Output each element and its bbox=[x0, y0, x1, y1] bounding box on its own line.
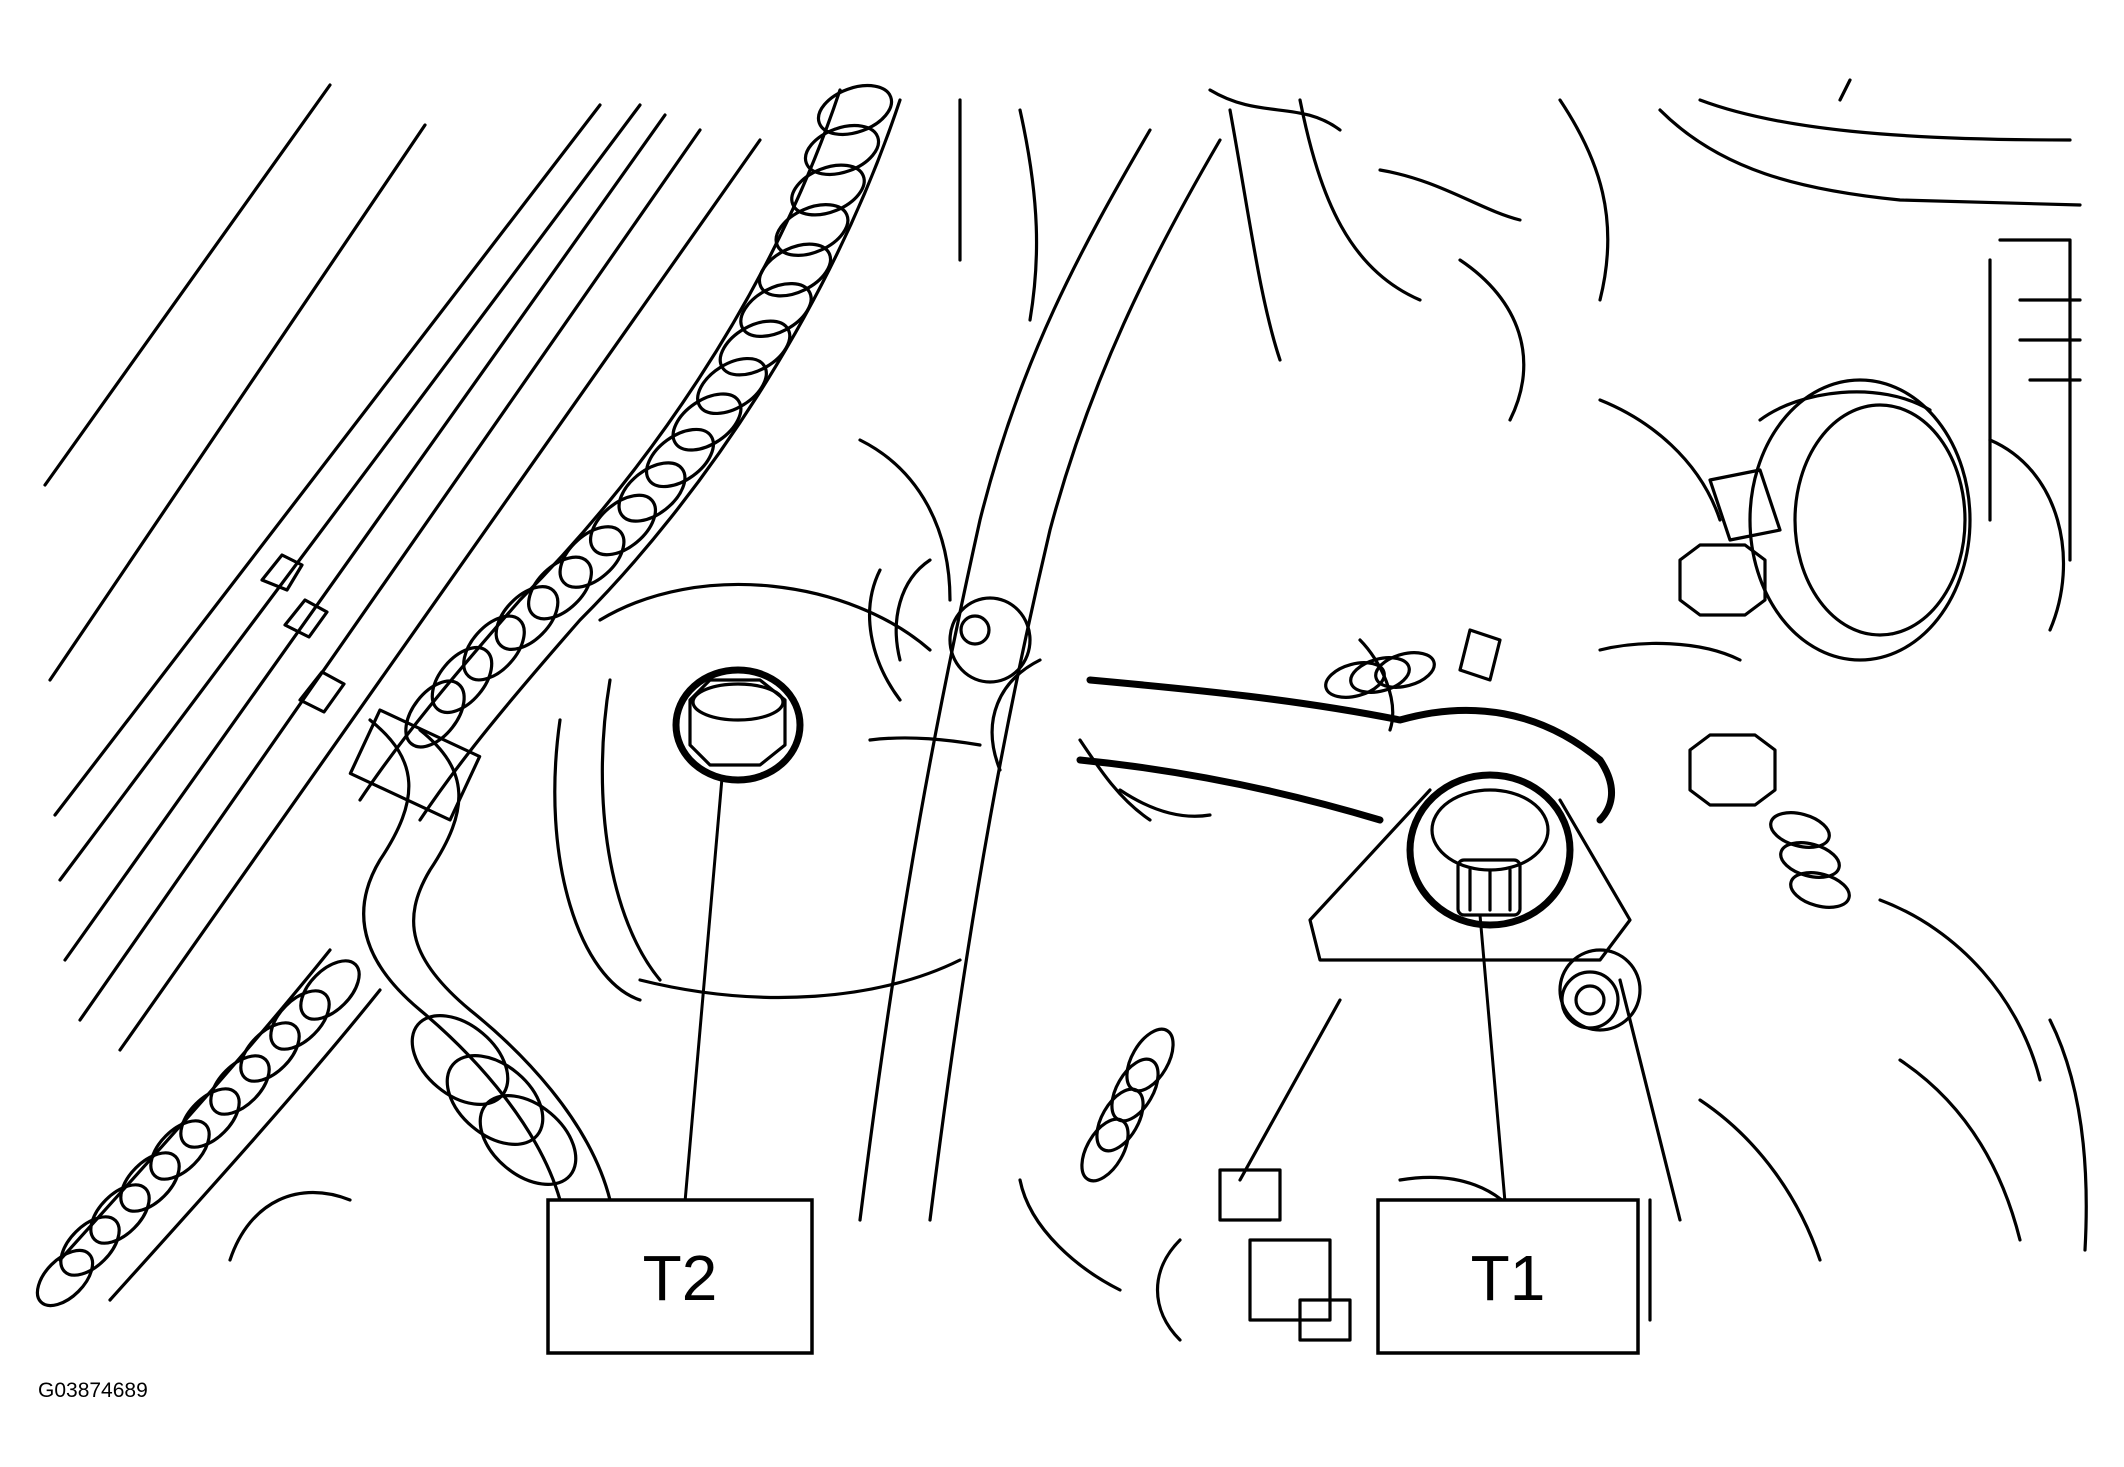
t1-stud-bolt bbox=[1406, 771, 1574, 929]
round-housing bbox=[553, 438, 962, 1002]
center-tube bbox=[858, 88, 1522, 1222]
t1-callout-label: T1 bbox=[1471, 1242, 1546, 1314]
t1-callout-box bbox=[1376, 1198, 1640, 1355]
figure-id: G03874689 bbox=[38, 1379, 148, 1402]
t2-hex-bolt bbox=[672, 666, 804, 784]
control-arm bbox=[990, 658, 1616, 824]
t1-callout: T1 bbox=[1376, 1198, 1640, 1355]
lower-components bbox=[228, 898, 2088, 1342]
fluid-line-left bbox=[348, 708, 612, 1202]
t2-callout: T2 bbox=[546, 1198, 814, 1355]
t1-bracket bbox=[1238, 788, 1682, 1222]
right-bolts bbox=[1358, 468, 1782, 1032]
wiring-loom-corrugated bbox=[35, 83, 902, 1308]
upper-components bbox=[958, 78, 2082, 562]
t2-leader-line bbox=[683, 777, 724, 1203]
coiled-connectors bbox=[1080, 651, 1851, 1183]
t2-callout-label: T2 bbox=[643, 1242, 718, 1314]
right-round-component bbox=[1748, 378, 2066, 662]
link-ball-joint bbox=[868, 558, 1032, 747]
t1-leader-line bbox=[1478, 914, 1507, 1203]
left-panel-lines bbox=[43, 83, 762, 1052]
t2-callout-box bbox=[546, 1198, 814, 1355]
line-art bbox=[35, 78, 2088, 1342]
